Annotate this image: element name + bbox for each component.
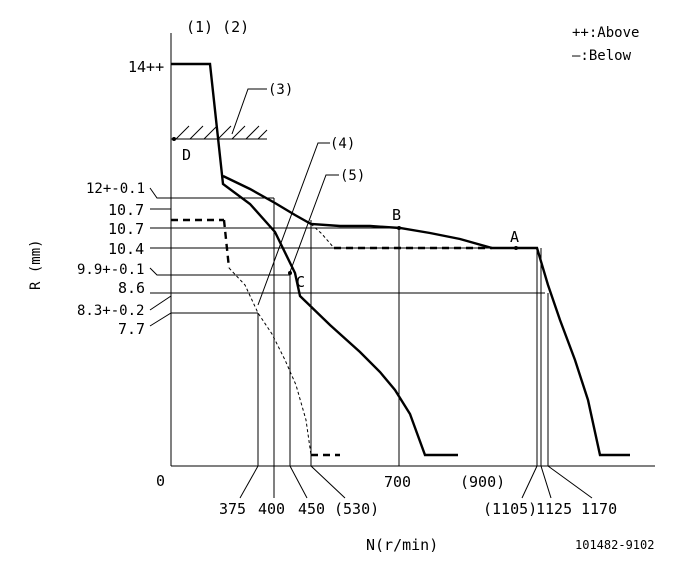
- y-tick-9-9: 9.9+-0.1: [77, 262, 144, 278]
- callout-5-leader: [289, 174, 339, 273]
- point-d-dot: [172, 137, 176, 141]
- x-tick-1170-leader: [547, 465, 593, 499]
- point-b-label: B: [392, 206, 401, 224]
- y-tick-10-7b: 10.7: [108, 220, 144, 238]
- y-tick-8-3: 8.3+-0.2: [77, 303, 144, 319]
- y-tick-10-4: 10.4: [108, 240, 144, 258]
- x-tick-900: (900): [460, 473, 505, 491]
- x-tick-400: 400: [258, 500, 285, 518]
- x-tick-1125: 1125: [536, 500, 572, 518]
- x-tick-1170: 1170: [581, 500, 617, 518]
- x-tick-375: 375: [219, 500, 246, 518]
- x-tick-450: 450: [298, 500, 325, 518]
- x-tick-1125-leader: [540, 465, 552, 499]
- full-load-curve: [171, 62, 458, 457]
- callout-3: (3): [268, 82, 293, 98]
- legend-below: —:Below: [572, 48, 632, 64]
- x-axis-label: N(r/min): [366, 536, 438, 554]
- leader-12: [149, 187, 274, 199]
- y-tick-7-7: 7.7: [118, 320, 145, 338]
- point-a-dot: [514, 246, 518, 250]
- x-tick-1105-leader: [521, 465, 538, 499]
- below-dashed-curve-2: [222, 219, 231, 269]
- callout-1-2-label: (1) (2): [186, 18, 249, 36]
- point-b-dot: [397, 226, 401, 230]
- y-tick-8-6: 8.6: [118, 279, 145, 297]
- x-tick-530-leader: [310, 465, 346, 499]
- legend-above: ++:Above: [572, 25, 639, 41]
- leader-8-3: [149, 295, 172, 311]
- point-d-label: D: [182, 146, 191, 164]
- leader-9-9: [149, 267, 290, 276]
- callout-5: (5): [340, 168, 365, 184]
- y-tick-12: 12+-0.1: [86, 181, 145, 197]
- diagram-code: 101482-9102: [575, 538, 654, 552]
- x-tick-700: 700: [384, 473, 411, 491]
- y-axis-label: R (mm): [28, 239, 44, 290]
- upper-curve: [222, 174, 630, 457]
- fine-dashed-left: [228, 267, 312, 456]
- x-tick-375-leader: [239, 465, 259, 499]
- x-tick-530: (530): [334, 500, 379, 518]
- x-tick-1105: (1105): [483, 500, 537, 518]
- origin-label: 0: [156, 472, 165, 490]
- callout-3-leader: [231, 88, 267, 135]
- y-tick-10-7a: 10.7: [108, 201, 144, 219]
- leader-7-7: [149, 312, 258, 327]
- y-tick-14: 14++: [128, 58, 164, 76]
- point-c-dot: [288, 271, 292, 275]
- point-c-label: C: [296, 273, 305, 291]
- x-tick-450-leader: [289, 465, 308, 499]
- point-a-label: A: [510, 228, 519, 246]
- callout-4: (4): [330, 136, 355, 152]
- callout-4-leader: [257, 142, 330, 306]
